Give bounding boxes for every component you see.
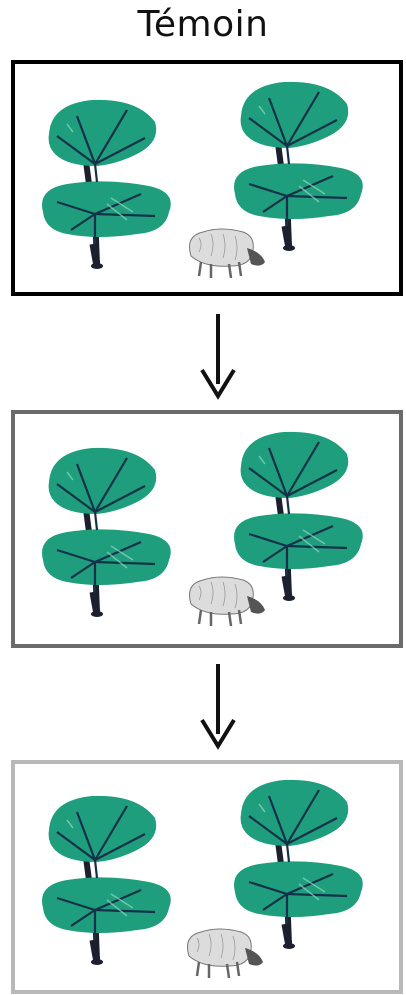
- tree-icon: [42, 448, 171, 617]
- tree-icon: [234, 82, 363, 251]
- panel-2: [11, 410, 403, 648]
- tree-icon: [234, 432, 363, 601]
- sheep-icon: [190, 577, 266, 626]
- down-arrow-icon: [198, 314, 238, 400]
- tree-icon: [42, 796, 171, 965]
- tree-icon: [234, 780, 363, 949]
- panel-1: [11, 60, 403, 296]
- tree-icon: [42, 100, 171, 269]
- page-title: Témoin: [0, 4, 406, 45]
- panel-3: [11, 760, 403, 994]
- sheep-icon: [188, 929, 264, 978]
- sheep-icon: [190, 229, 266, 278]
- down-arrow-icon: [198, 664, 238, 750]
